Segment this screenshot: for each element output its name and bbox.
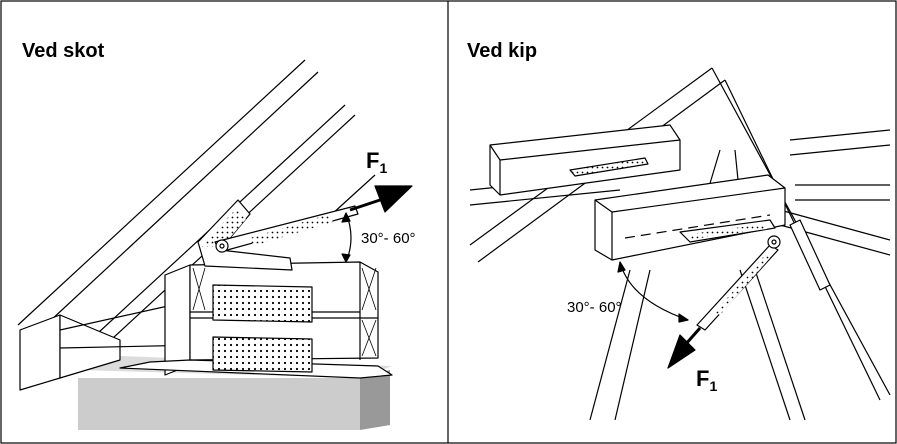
angle-label-ved-skot: 30°- 60° [361, 230, 416, 247]
upper-block [489, 124, 681, 196]
lower-rafters [589, 149, 806, 421]
tension-rod-kip [696, 235, 781, 331]
panel-title-ved-kip: Ved kip [467, 40, 538, 62]
block-end-hatch [192, 267, 377, 357]
nail-plate-lower [212, 336, 313, 373]
force-arrow-f1-kip [667, 327, 702, 369]
nail-plate-upper [212, 284, 313, 323]
angle-label-ved-kip: 30°- 60° [567, 299, 622, 316]
angle-arc [341, 212, 352, 263]
force-symbol: F [366, 148, 380, 173]
tension-rod [214, 205, 359, 253]
angle-arc-kip [617, 261, 689, 323]
force-label-ved-skot: F1 [366, 148, 388, 176]
panel-ved-kip [469, 67, 891, 421]
panel-title-ved-skot: Ved skot [22, 40, 105, 62]
panel-ved-skot [17, 59, 413, 430]
force-arrow-f1 [349, 185, 413, 213]
lower-block [594, 174, 786, 261]
force-subscript: 1 [379, 160, 388, 176]
force-subscript: 1 [709, 378, 718, 394]
force-symbol: F [696, 366, 710, 391]
wall-plate [59, 264, 201, 376]
hip-bracket [679, 219, 831, 291]
rafter-end-block [19, 314, 121, 391]
force-label-ved-kip: F1 [696, 366, 718, 394]
